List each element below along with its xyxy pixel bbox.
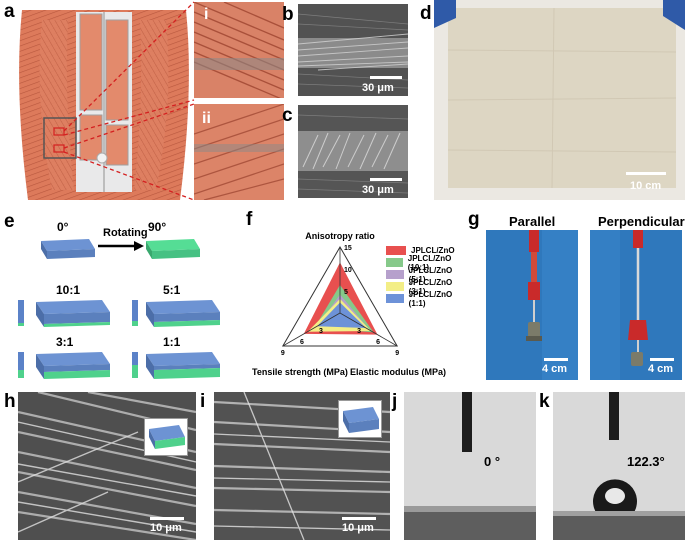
scale-bar-perpendicular [650, 358, 674, 361]
panel-label-c: c [282, 105, 293, 126]
scale-text-perpendicular: 4 cm [648, 363, 674, 375]
angle-start-label: 0° [57, 220, 69, 234]
legend-swatch-2 [386, 270, 404, 279]
radar-tick-1-0: 3 [357, 328, 361, 335]
radar-tick-0-2: 15 [344, 245, 352, 252]
parallel-title: Parallel [509, 214, 556, 229]
legend-label-3: JPLCL/ZnO (3:1) [408, 277, 453, 296]
panel-label-b: b [282, 4, 294, 25]
scale-bar-b [370, 76, 402, 79]
panel-label-g: g [468, 209, 480, 230]
panel-label-a: a [4, 1, 15, 22]
inset-ii-label: ii [202, 110, 211, 127]
radar-series-4 [317, 302, 367, 329]
radar-axis-title-1: Elastic modulus (MPa) [350, 367, 446, 377]
rotating-label: Rotating [103, 227, 148, 239]
legend-label-1: JPLCL/ZnO (10:1) [407, 253, 452, 272]
ratio-label-3-1: 3:1 [56, 335, 74, 349]
scale-text-i: 10 μm [342, 522, 374, 534]
ratio-bar-1-1 [132, 352, 138, 378]
scale-text-d: 10 cm [630, 180, 662, 192]
inset-i: i [194, 2, 284, 98]
panel-label-i: i [200, 391, 206, 412]
contact-angle-photo-j: 0 ° [404, 392, 536, 540]
sem-image-b: 30 μm [298, 4, 408, 96]
legend-label-4: JPLCL/ZnO (1:1) [408, 289, 453, 308]
panel-label-k: k [539, 391, 550, 412]
scaffold-5-1 [140, 298, 220, 335]
angle-end-label: 90° [148, 220, 167, 234]
scale-bar-h [150, 517, 184, 520]
legend-label-0: JPLCL/ZnO [411, 246, 455, 255]
radar-legend: JPLCL/ZnO JPLCL/ZnO (10:1) JPLCL/ZnO (5:… [386, 245, 464, 308]
radar-tick-1-1: 6 [376, 339, 380, 346]
scaffold-green-90deg [140, 235, 200, 268]
panel-label-j: j [392, 391, 398, 412]
legend-swatch-3 [386, 282, 404, 291]
sem-image-i: 10 μm [214, 392, 390, 540]
photo-perpendicular: 4 cm [590, 230, 682, 380]
inset-ii: ii [194, 104, 284, 200]
scaffold-blue-0deg [35, 235, 95, 268]
perpendicular-title: Perpendicular [598, 214, 685, 229]
scale-bar-c [370, 178, 402, 181]
inset-scaffold-i [338, 400, 382, 438]
scale-text-h: 10 μm [150, 522, 182, 534]
panel-label-e: e [4, 211, 15, 232]
radar-axis-1 [339, 312, 398, 347]
contact-angle-j: 0 ° [484, 454, 501, 469]
radar-tick-1-2: 9 [395, 350, 399, 357]
photo-parallel: 4 cm [486, 230, 578, 380]
radar-tick-2-1: 6 [300, 339, 304, 346]
scale-text-parallel: 4 cm [542, 363, 568, 375]
photo-film-d: 10 cm [434, 0, 685, 200]
ratio-bar-3-1 [18, 352, 24, 378]
scale-bar-i [342, 517, 376, 520]
radar-outer-frame [281, 245, 399, 347]
sem-image-h: 10 μm [18, 392, 196, 540]
ratio-bar-10-1 [18, 300, 24, 326]
sem-image-c: 30 μm [298, 105, 408, 198]
contact-angle-photo-k: 122.3° [553, 392, 685, 540]
panel-label-f: f [246, 209, 253, 230]
scale-bar-parallel [544, 358, 568, 361]
legend-swatch-0 [386, 246, 406, 255]
legend-label-2: JPLCL/ZnO (5:1) [408, 265, 453, 284]
radar-axis-title-2: Tensile strength (MPa) [252, 367, 348, 377]
radar-tick-0-0: 5 [344, 289, 348, 296]
scaffold-10-1 [30, 298, 110, 335]
inset-scaffold-h [144, 418, 188, 456]
radar-axis-title-0: Anisotropy ratio [305, 231, 375, 241]
scale-text-b: 30 μm [362, 82, 394, 94]
ratio-label-1-1: 1:1 [163, 335, 181, 349]
scale-bar-d [626, 172, 666, 175]
contact-angle-k: 122.3° [627, 454, 665, 469]
scaffold-3-1 [30, 350, 110, 387]
rotating-arrow [98, 241, 144, 251]
scale-text-c: 30 μm [362, 184, 394, 196]
radar-tick-2-2: 9 [281, 350, 285, 357]
ratio-bar-5-1 [132, 300, 138, 326]
ratio-label-5-1: 5:1 [163, 283, 181, 297]
panel-label-h: h [4, 391, 16, 412]
radar-tick-0-1: 10 [344, 267, 352, 274]
abdominal-muscle-illustration [14, 0, 194, 200]
legend-swatch-4 [386, 294, 404, 303]
radar-tick-2-0: 3 [319, 328, 323, 335]
inset-i-label: i [204, 6, 209, 23]
ratio-label-10-1: 10:1 [56, 283, 81, 297]
panel-label-d: d [420, 3, 432, 24]
legend-swatch-1 [386, 258, 403, 267]
scaffold-1-1 [140, 350, 220, 387]
zoom-lines [63, 1, 195, 200]
radar-axis-2 [282, 312, 341, 347]
